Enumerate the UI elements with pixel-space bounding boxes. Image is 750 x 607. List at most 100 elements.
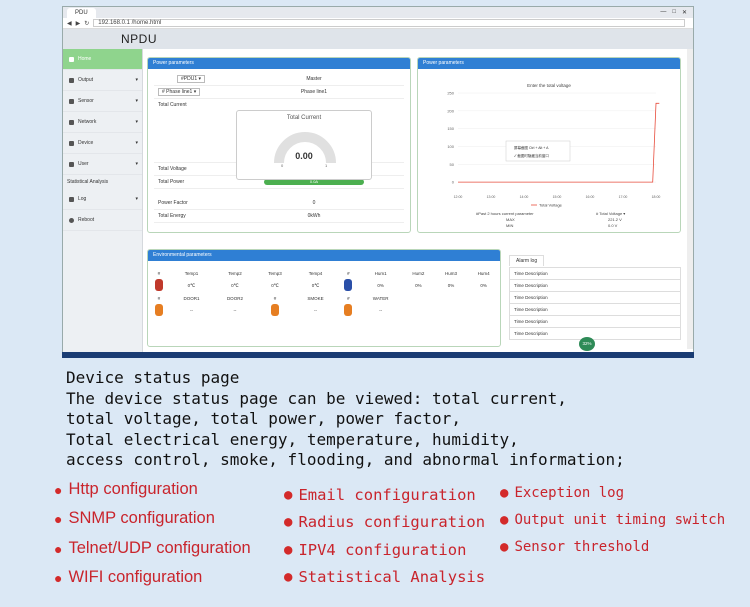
tooltip-box (505, 140, 571, 162)
forward-icon[interactable]: ▶ (75, 20, 81, 27)
close-icon[interactable]: ✕ (681, 10, 687, 16)
env-value-cell (148, 279, 170, 292)
env-value-cell: 0℃ (271, 282, 279, 288)
sidebar-item-log[interactable]: Log ▾ (63, 189, 142, 210)
env-header-cell: Temp2 (228, 270, 242, 276)
min-value: 0.0 V (608, 223, 618, 228)
power-progress-bar: 0.0A (264, 179, 364, 185)
gauge-value: 0.00 (295, 151, 313, 161)
y-tick-label: 250 (447, 91, 454, 96)
sidebar-item-label: Reboot (78, 217, 95, 223)
browser-tabbar: PDU — □ ✕ (63, 7, 693, 18)
reload-icon[interactable]: ↻ (84, 20, 90, 27)
env-header-cell: Temp4 (308, 270, 323, 276)
description-line: Total electrical energy, temperature, hu… (66, 429, 519, 449)
minimize-icon[interactable]: — (660, 9, 667, 15)
feature-item: ●SNMP configuration (54, 509, 215, 527)
alarm-log-item: Time Description (509, 328, 681, 340)
description: Device status page The device status pag… (66, 368, 625, 471)
env-header-cell: SMOKE (307, 295, 324, 301)
sidebar-item-reboot[interactable]: Reboot (63, 210, 142, 231)
sidebar-item-label: Output (78, 77, 94, 83)
sidebar-item-output[interactable]: Output ▾ (63, 70, 142, 91)
taskbar (62, 352, 694, 358)
feature-item: ●IPV4 configuration (284, 541, 467, 559)
env-header-cell: Temp1 (184, 270, 199, 276)
max-value: 221.2 V (608, 217, 622, 222)
description-heading: Device status page (66, 368, 240, 387)
sidebar: Home Output ▾ Sensor ▾ Network ▾ Device … (63, 49, 143, 355)
env-header-cell: # (157, 295, 161, 301)
row-label: Total Power (158, 179, 185, 185)
env-header-cell: # (157, 270, 161, 276)
feature-label: Radius configuration (298, 513, 486, 531)
maximize-icon[interactable]: □ (672, 9, 676, 15)
x-tick-label: 14:00 (520, 195, 529, 199)
phase-select[interactable]: # Phase line1 ▾ (158, 88, 201, 96)
env-value-cell: -- (313, 308, 317, 313)
sidebar-item-home[interactable]: Home (63, 49, 142, 70)
total-current-label: Total Current (158, 102, 187, 108)
smoke-icon (271, 304, 280, 316)
home-icon (69, 56, 74, 62)
env-value-cell: -- (379, 308, 383, 313)
database-icon (69, 119, 74, 125)
chevron-down-icon: ▾ (135, 196, 138, 202)
env-header-cell: Hum4 (477, 270, 490, 276)
master-label: Master (306, 76, 322, 82)
env-header-cell: WATER (372, 295, 389, 301)
sidebar-item-label: Sensor (78, 98, 94, 104)
feature-item: ●Sensor threshold (500, 539, 650, 555)
feature-label: IPV4 configuration (298, 541, 467, 559)
feature-label: Statistical Analysis (298, 568, 486, 586)
url-field[interactable]: 192.168.0.1 /home.html (93, 19, 685, 27)
sidebar-item-network[interactable]: Network ▾ (63, 112, 142, 133)
database-icon (69, 98, 74, 104)
thermometer-icon (154, 279, 163, 291)
legend-label: Total Voltage (539, 203, 563, 208)
gauge-max: 1 (325, 163, 328, 168)
voltage-chart: Enter the total voltage25020015010050012… (447, 83, 660, 228)
max-label: MAX (506, 217, 515, 222)
database-icon (69, 196, 74, 202)
x-tick-label: 13:00 (487, 195, 496, 199)
chevron-down-icon: ▾ (135, 161, 138, 167)
vertical-scrollbar[interactable] (687, 49, 693, 349)
sidebar-item-user[interactable]: User ▾ (63, 154, 142, 175)
chevron-down-icon: ▾ (135, 119, 138, 125)
browser-window: PDU — □ ✕ ◀ ▶ ↻ 192.168.0.1 /home.html N… (62, 6, 694, 356)
alarm-log-tab[interactable]: Alarm log (509, 255, 545, 266)
sidebar-item-device[interactable]: Device ▾ (63, 133, 142, 154)
sidebar-section-statistical-analysis[interactable]: Statistical Analysis (67, 179, 109, 185)
feature-label: WIFI configuration (68, 568, 203, 586)
feature-label: Sensor threshold (514, 539, 650, 555)
env-header-cell: # (273, 295, 277, 301)
chart-caption: #Past 2 hours current parameter (476, 211, 534, 216)
pdu-select[interactable]: #PDU1 ▾ (176, 75, 206, 83)
row-label: Power Factor (158, 200, 188, 206)
power-factor-row: Power Factor 0 (154, 197, 404, 210)
env-value-row: -------- (148, 304, 500, 317)
panel-title: Power parameters (148, 58, 410, 69)
env-value-cell: 0% (480, 283, 487, 288)
x-tick-label: 12:00 (454, 195, 463, 199)
back-icon[interactable]: ◀ (67, 20, 72, 27)
description-line: total voltage, total power, power factor… (66, 409, 461, 429)
app-header: NPDU (63, 29, 693, 49)
env-header-cell: Hum2 (412, 270, 425, 276)
power-parameters-panel: Power parameters #PDU1 ▾ Master # Phase … (147, 57, 411, 233)
address-bar: ◀ ▶ ↻ 192.168.0.1 /home.html (63, 18, 693, 29)
sidebar-item-sensor[interactable]: Sensor ▾ (63, 91, 142, 112)
browser-tab[interactable]: PDU (67, 7, 96, 18)
env-value-cell (257, 304, 294, 317)
env-value-cell: 0℃ (231, 282, 239, 288)
alarm-log-item: Time Description (509, 280, 681, 292)
feature-item: ●WIFI configuration (54, 568, 203, 586)
env-value-cell: 0℃ (187, 282, 196, 288)
tooltip-text: ✓ 截图时隐藏当前窗口 (514, 153, 549, 158)
env-header-cell: # (347, 295, 350, 301)
description-line: The device status page can be viewed: to… (66, 388, 567, 408)
power-chart-panel: Power parameters Enter the total voltage… (417, 57, 681, 233)
